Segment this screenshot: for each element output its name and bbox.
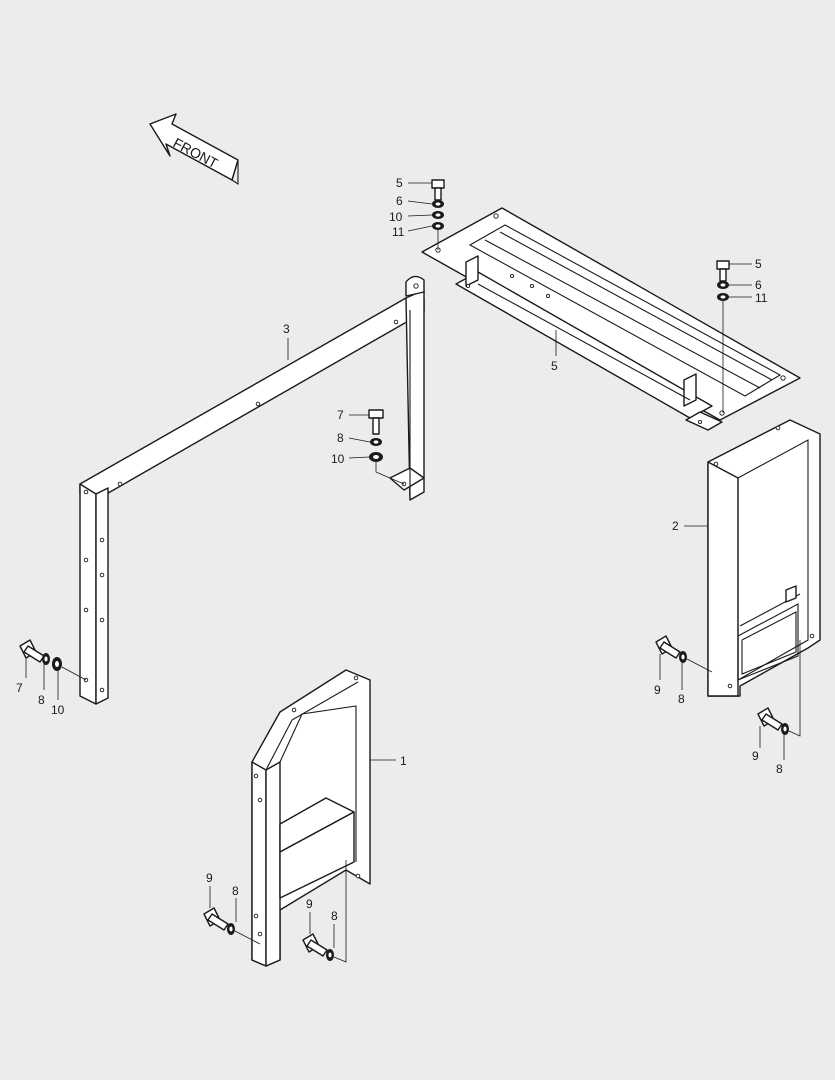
callout-8: 8 [678, 692, 685, 706]
callout-7: 7 [16, 681, 23, 695]
bolt-stack-top-right [716, 260, 752, 413]
callout-10: 10 [51, 703, 65, 717]
frame-part-2 [707, 419, 821, 697]
callout-9: 9 [206, 871, 213, 885]
callouts: 5 6 10 11 5 6 11 5 3 7 8 10 2 7 8 10 9 8… [16, 176, 783, 923]
callout-9: 9 [752, 749, 759, 763]
top-frame-part-5 [421, 207, 801, 431]
callout-11: 11 [755, 291, 768, 305]
bolt-stack-right-lower [757, 640, 801, 760]
callout-part-5: 5 [551, 359, 558, 373]
l-frame-part-3 [79, 275, 425, 705]
callout-10: 10 [331, 452, 345, 466]
callout-part-2: 2 [672, 519, 679, 533]
callout-10: 10 [389, 210, 403, 224]
bolt-stack-bottom-right [302, 860, 347, 963]
bolt-stack-center [348, 409, 405, 485]
callout-8: 8 [337, 431, 344, 445]
callout-part-3: 3 [283, 322, 290, 336]
callout-5: 5 [755, 257, 762, 271]
callout-8: 8 [331, 909, 338, 923]
callout-7: 7 [337, 408, 344, 422]
callout-8: 8 [38, 693, 45, 707]
callout-9: 9 [306, 897, 313, 911]
callout-6: 6 [755, 278, 762, 292]
frame-part-1 [251, 669, 371, 967]
callout-8: 8 [776, 762, 783, 776]
bolt-stack-left [19, 639, 87, 700]
callout-8: 8 [232, 884, 239, 898]
bolt-stack-right-upper [655, 635, 713, 690]
callout-5: 5 [396, 176, 403, 190]
callout-11: 11 [392, 225, 405, 239]
callout-part-1: 1 [400, 754, 407, 768]
bolt-stack-top-left [407, 179, 445, 250]
front-arrow: FRONT [149, 113, 239, 186]
callout-9: 9 [654, 683, 661, 697]
bolt-stack-bottom-left [203, 886, 261, 945]
callout-6: 6 [396, 194, 403, 208]
